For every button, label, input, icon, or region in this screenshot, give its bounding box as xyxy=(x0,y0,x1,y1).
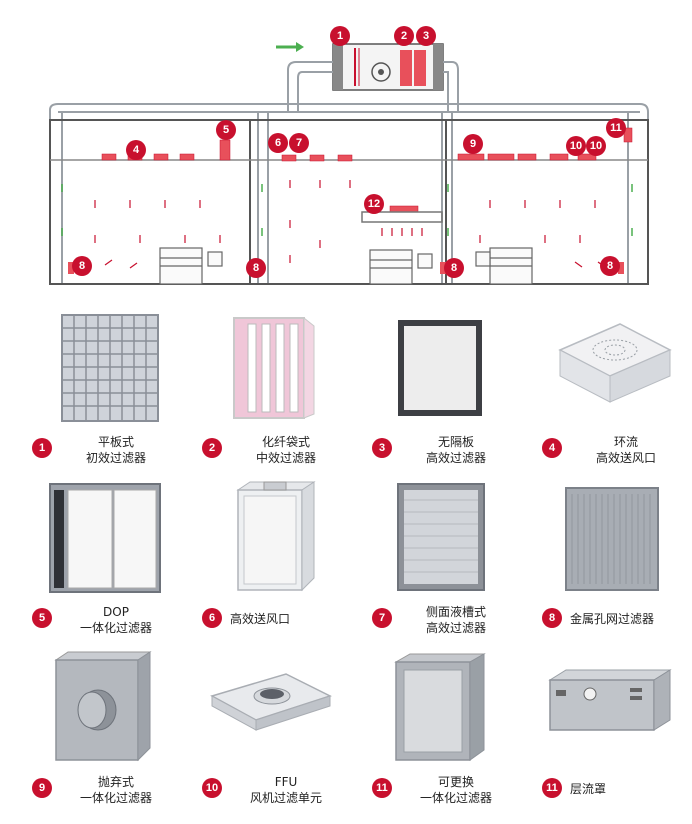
hepa-filter-icon xyxy=(398,320,482,416)
product-badge-5: 5 xyxy=(32,608,52,628)
dop-filter-icon xyxy=(49,483,161,593)
product-caption-5: DOP 一体化过滤器 xyxy=(79,605,152,635)
product-badge-1: 1 xyxy=(32,438,52,458)
diagram-badge-8b: 8 xyxy=(246,258,266,278)
product-badge-6: 6 xyxy=(202,608,222,628)
diagram-badge-3: 3 xyxy=(416,26,436,46)
product-badge-10: 10 xyxy=(202,778,222,798)
laminar-hood-icon xyxy=(548,669,672,731)
product-badge-11: 11 xyxy=(372,778,392,798)
product-badge-9: 9 xyxy=(32,778,52,798)
diagram-badge-8a: 8 xyxy=(72,256,92,276)
diagram-badge-9: 9 xyxy=(463,134,483,154)
diagram-badge-5: 5 xyxy=(216,120,236,140)
diagram-badge-7: 7 xyxy=(289,133,309,153)
product-caption-3: 无隔板 高效过滤器 xyxy=(425,435,486,465)
replaceable-filter-icon xyxy=(394,653,486,761)
product-card-9: 9 抛弃式 一体化过滤器 xyxy=(10,650,180,820)
product-card-3: 3 无隔板 高效过滤器 xyxy=(350,310,520,480)
product-badge-4: 4 xyxy=(542,438,562,458)
product-caption-4: 环流 高效送风口 xyxy=(595,435,656,465)
product-card-10: 10 FFU 风机过滤单元 xyxy=(180,650,350,820)
product-caption-6: 高效送风口 xyxy=(230,612,291,626)
product-card-8: 8 金属孔网过滤器 xyxy=(520,480,690,650)
diagram-badge-4: 4 xyxy=(126,140,146,160)
ceiling-diffuser-icon xyxy=(558,323,672,403)
ffu-unit-icon xyxy=(210,673,332,731)
bag-filter-icon xyxy=(233,316,315,419)
return-grilles xyxy=(68,262,624,274)
product-caption-11: 可更换 一体化过滤器 xyxy=(419,775,492,805)
product-card-12: 11 层流罩 xyxy=(520,650,690,820)
product-badge-7: 7 xyxy=(372,608,392,628)
panel-filter-icon xyxy=(61,314,159,422)
diagram-badge-10b: 10 xyxy=(586,136,606,156)
product-caption-1: 平板式 初效过滤器 xyxy=(85,435,146,465)
product-caption-7: 侧面液槽式 高效过滤器 xyxy=(425,605,486,635)
product-card-11: 11 可更换 一体化过滤器 xyxy=(350,650,520,820)
product-badge-2: 2 xyxy=(202,438,222,458)
gel-seal-filter-icon xyxy=(397,483,485,591)
room-equipment xyxy=(159,247,533,285)
cleanroom-system-diagram xyxy=(49,42,649,285)
product-caption-2: 化纤袋式 中效过滤器 xyxy=(255,435,316,465)
product-card-5: 5 DOP 一体化过滤器 xyxy=(10,480,180,650)
product-badge-3: 3 xyxy=(372,438,392,458)
diagram-badge-12: 12 xyxy=(364,194,384,214)
product-card-6: 6 高效送风口 xyxy=(180,480,350,650)
product-card-2: 2 化纤袋式 中效过滤器 xyxy=(180,310,350,480)
diagram-badge-6: 6 xyxy=(268,133,288,153)
diagram-badge-8d: 8 xyxy=(600,256,620,276)
return-air-arrows xyxy=(61,184,633,236)
metal-mesh-filter-icon xyxy=(565,487,659,591)
product-card-4: 4 环流 高效送风口 xyxy=(520,310,690,480)
laminar-hood-outline xyxy=(361,211,443,223)
supply-ductwork xyxy=(49,61,649,285)
diagram-badge-10a: 10 xyxy=(566,136,586,156)
product-caption-8: 金属孔网过滤器 xyxy=(570,612,655,626)
hepa-box-icon xyxy=(236,481,316,592)
product-caption-10: FFU 风机过滤单元 xyxy=(249,775,322,805)
product-caption-9: 抛弃式 一体化过滤器 xyxy=(79,775,152,805)
diagram-badge-1: 1 xyxy=(330,26,350,46)
product-badge-12: 11 xyxy=(542,778,562,798)
air-inlet-arrow-icon xyxy=(276,42,304,52)
product-card-1: 1 平板式 初效过滤器 xyxy=(10,310,180,480)
product-card-7: 7 侧面液槽式 高效过滤器 xyxy=(350,480,520,650)
air-handling-unit xyxy=(332,43,444,91)
product-badge-8: 8 xyxy=(542,608,562,628)
diagram-badge-8c: 8 xyxy=(444,258,464,278)
product-caption-12: 层流罩 xyxy=(570,782,607,796)
disposable-filter-icon xyxy=(54,651,152,762)
diagram-badge-11: 11 xyxy=(606,118,626,138)
diagram-badge-2: 2 xyxy=(394,26,414,46)
